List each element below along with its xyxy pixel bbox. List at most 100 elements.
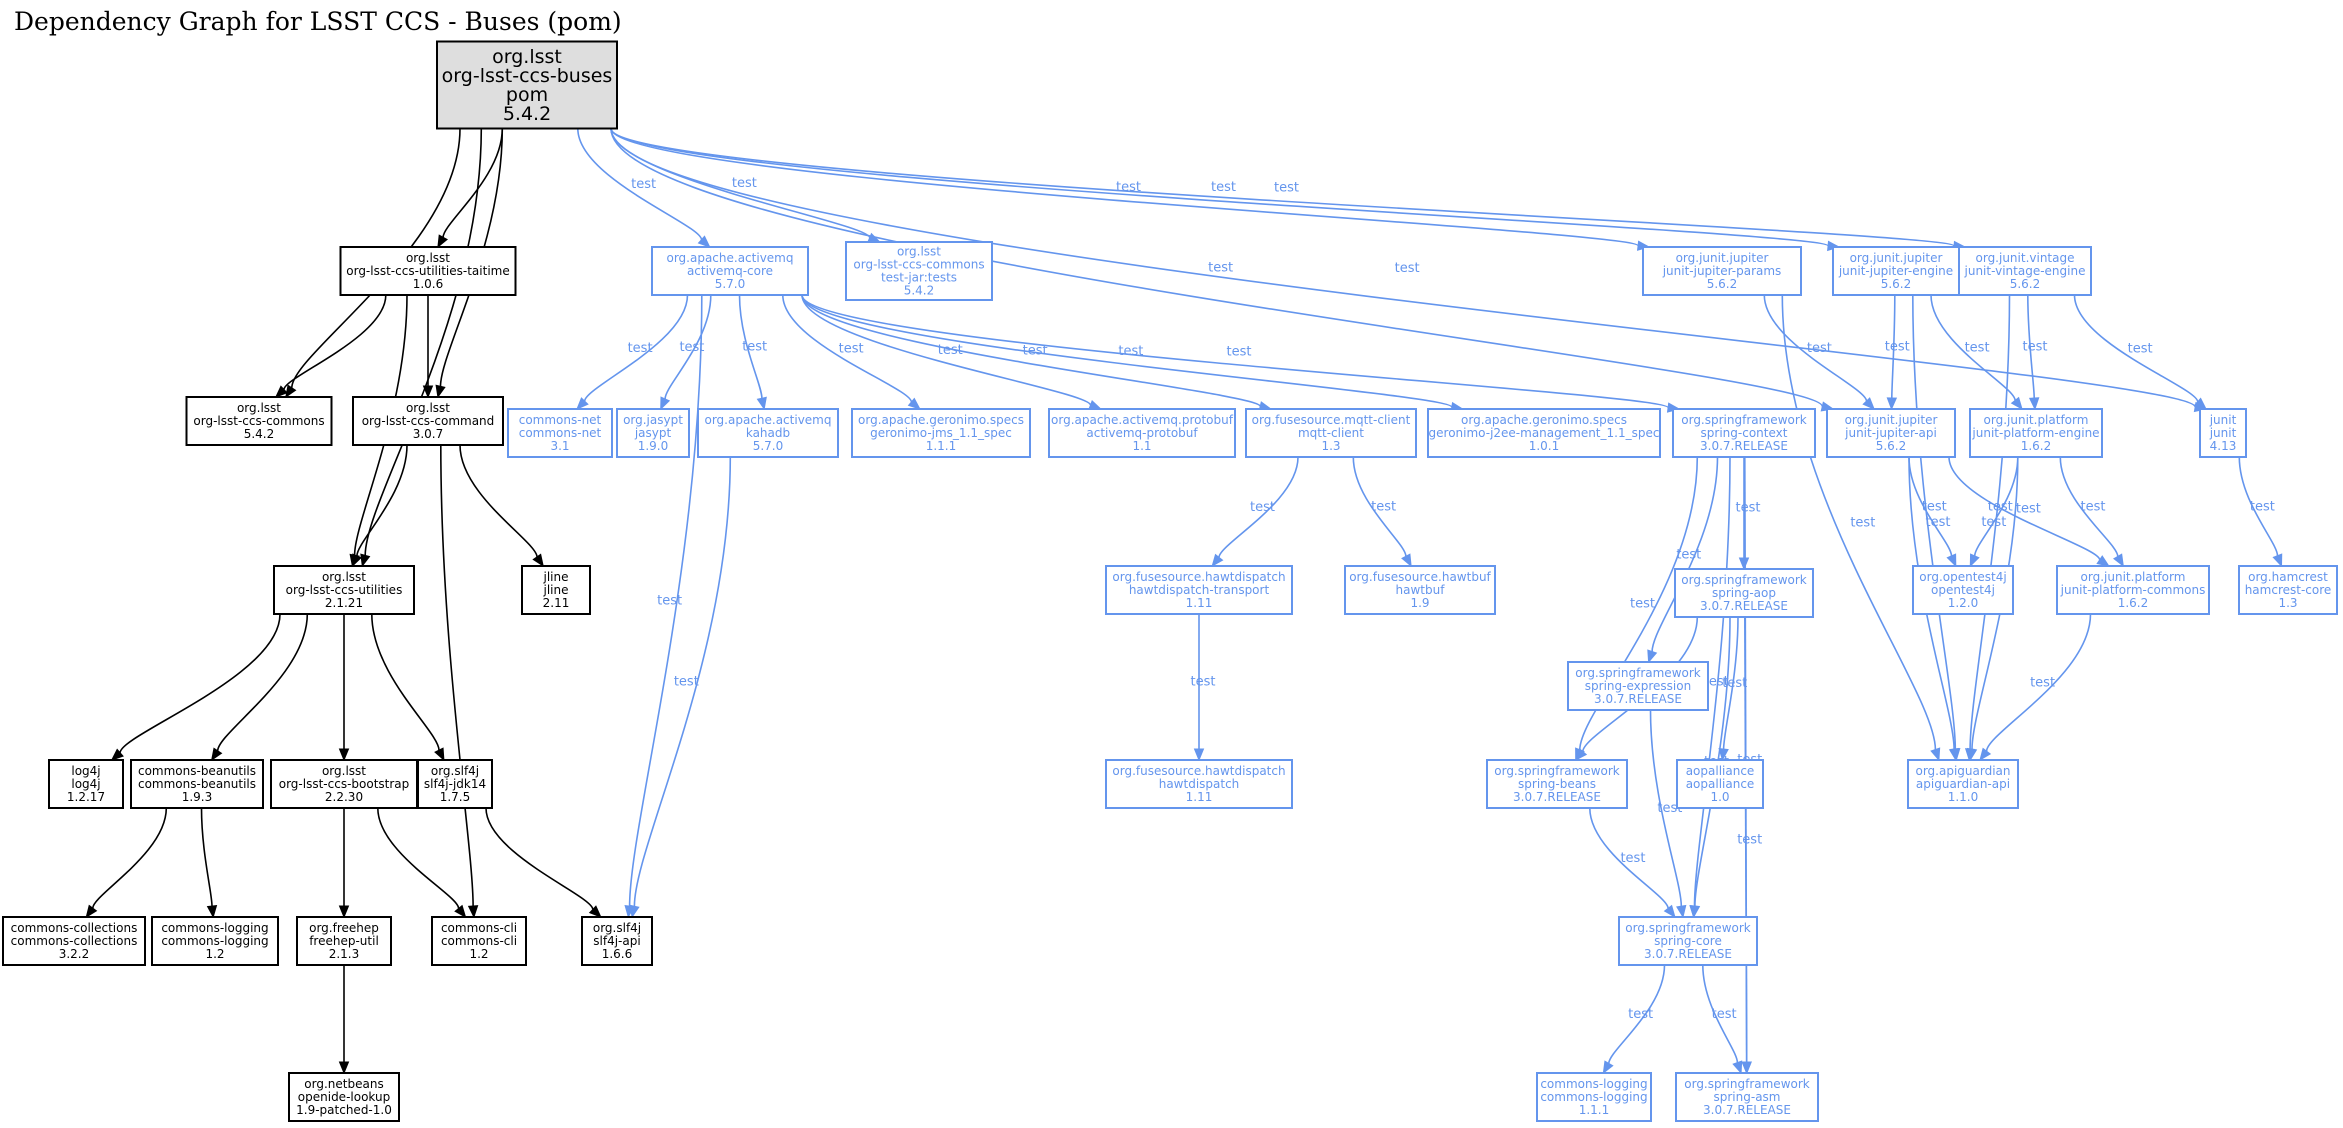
edge-springaop-to-aopalliance: test: [1718, 616, 1747, 762]
edge-line: [1763, 294, 1868, 402]
node-label-line: 2.11: [543, 596, 570, 610]
node-box: [2238, 565, 2338, 615]
edge-label: test: [1926, 515, 1951, 530]
node-box: [1676, 759, 1764, 809]
edge-line: [1908, 456, 1953, 557]
edge-line: [442, 128, 504, 238]
node-box: [851, 408, 1031, 458]
edge-root-to-vintage: test: [610, 128, 1967, 252]
node-label-line: commons-beanutils: [138, 764, 256, 778]
node-box: [288, 1072, 400, 1122]
edge-pengine-to-pcommons: test: [2059, 456, 2124, 568]
edge-line: [583, 294, 689, 402]
node-label-line: org-lsst-ccs-commons: [853, 258, 984, 272]
node-label-line: spring-context: [1701, 426, 1788, 440]
edge-label: test: [2022, 340, 2047, 355]
edge-arrowhead: [338, 1061, 350, 1075]
edge-root-to-amqcore: test: [577, 128, 711, 248]
edge-arrowhead: [1741, 1061, 1752, 1075]
node-label-line: org.fusesource.hawtdispatch: [1112, 764, 1285, 778]
node-label-line: org.apache.geronimo.specs: [858, 413, 1024, 427]
edge-bootstrap-to-freehep: [338, 807, 350, 919]
edge-arrowhead: [1689, 904, 1701, 919]
node-label-line: 3.0.7.RELEASE: [1513, 790, 1601, 804]
node-label-line: activemq-protobuf: [1086, 426, 1198, 440]
edge-line: [1722, 616, 1739, 750]
edge-mqtt-to-hawtbuf: test: [1352, 456, 1412, 568]
node-box: [1427, 408, 1661, 458]
node-label-line: junit-jupiter-api: [1844, 426, 1937, 440]
node-label-line: org.junit.jupiter: [1845, 413, 1938, 427]
edge-arrowhead: [1211, 553, 1224, 568]
edge-command-to-jline: [459, 444, 544, 568]
edge-beanutils-to-collections: [85, 807, 168, 919]
edge-arrowhead: [2193, 397, 2207, 410]
node-label-line: spring-beans: [1518, 777, 1596, 791]
edge-arrowhead: [1602, 1060, 1614, 1075]
edge-arrowhead: [629, 904, 640, 919]
edge-arrowhead: [1948, 747, 1960, 762]
node-label-line: 1.2: [205, 947, 224, 961]
node-label-line: 5.6.2: [1881, 277, 1912, 291]
edge-label: test: [2016, 501, 2041, 516]
edge-utilities-to-bootstrap: [338, 613, 350, 762]
edge-label: test: [628, 341, 653, 356]
node-box: [1907, 759, 2019, 809]
edge-arrowhead: [437, 234, 448, 249]
node-box: [1832, 246, 1960, 296]
node-label-line: org.lsst: [322, 764, 366, 778]
node-taitime: org.lsstorg-lsst-ccs-utilities-taitime1.…: [339, 246, 517, 296]
edge-label: test: [1371, 500, 1396, 515]
node-label-line: commons-logging: [161, 934, 268, 948]
node-label-line: test-jar:tests: [881, 271, 957, 285]
node-label-line: hawtdispatch: [1159, 777, 1240, 791]
node-label-line: 1.1.1: [926, 439, 957, 453]
edge-kahadb-to-slf4japi: test: [629, 456, 732, 919]
edge-arrowhead: [2010, 396, 2023, 411]
edge-arrowhead: [338, 748, 350, 762]
node-label-line: org-lsst-ccs-buses: [442, 65, 613, 87]
edge-label: test: [938, 343, 963, 358]
edge-label: test: [1737, 833, 1762, 848]
node-label-line: geronimo-j2ee-management_1.1_spec: [1429, 426, 1660, 440]
node-label-line: org.springframework: [1684, 1077, 1810, 1091]
edge-line: [610, 128, 2196, 408]
edge-arrowhead: [1732, 1060, 1743, 1075]
edge-root-to-japi: test: [610, 128, 1835, 412]
edge-arrowhead: [1862, 397, 1876, 410]
node-label-line: 5.7.0: [715, 277, 746, 291]
node-label-line: org.lsst: [406, 251, 450, 265]
node-label-line: junit-platform-commons: [2060, 583, 2206, 597]
edge-jengine-to-japi: test: [1885, 294, 1910, 411]
edge-arrowhead: [1676, 904, 1687, 919]
edge-line: [1218, 456, 1299, 558]
node-label-line: junit: [2209, 426, 2237, 440]
node-label-line: 1.1: [1132, 439, 1151, 453]
node-label-line: 1.3: [2278, 596, 2297, 610]
node-openide: org.netbeansopenide-lookup1.9-patched-1.…: [288, 1072, 400, 1122]
node-label-line: 3.0.7.RELEASE: [1700, 439, 1788, 453]
edge-arrowhead: [1886, 397, 1898, 411]
edge-label: test: [1116, 180, 1141, 195]
node-label-line: 1.9.3: [182, 790, 213, 804]
node-label-line: spring-core: [1654, 934, 1722, 948]
edge-arrowhead: [907, 397, 921, 410]
node-label-line: org.netbeans: [304, 1077, 383, 1091]
node-label-line: 5.4.2: [503, 103, 551, 125]
edge-line: [610, 128, 1829, 247]
edge-arrowhead: [1718, 747, 1729, 762]
edge-label: test: [1023, 344, 1048, 359]
edge-line: [1589, 807, 1669, 909]
node-label-line: org-lsst-ccs-utilities: [286, 583, 403, 597]
edge-line: [440, 444, 474, 907]
edge-label: test: [1118, 344, 1143, 359]
